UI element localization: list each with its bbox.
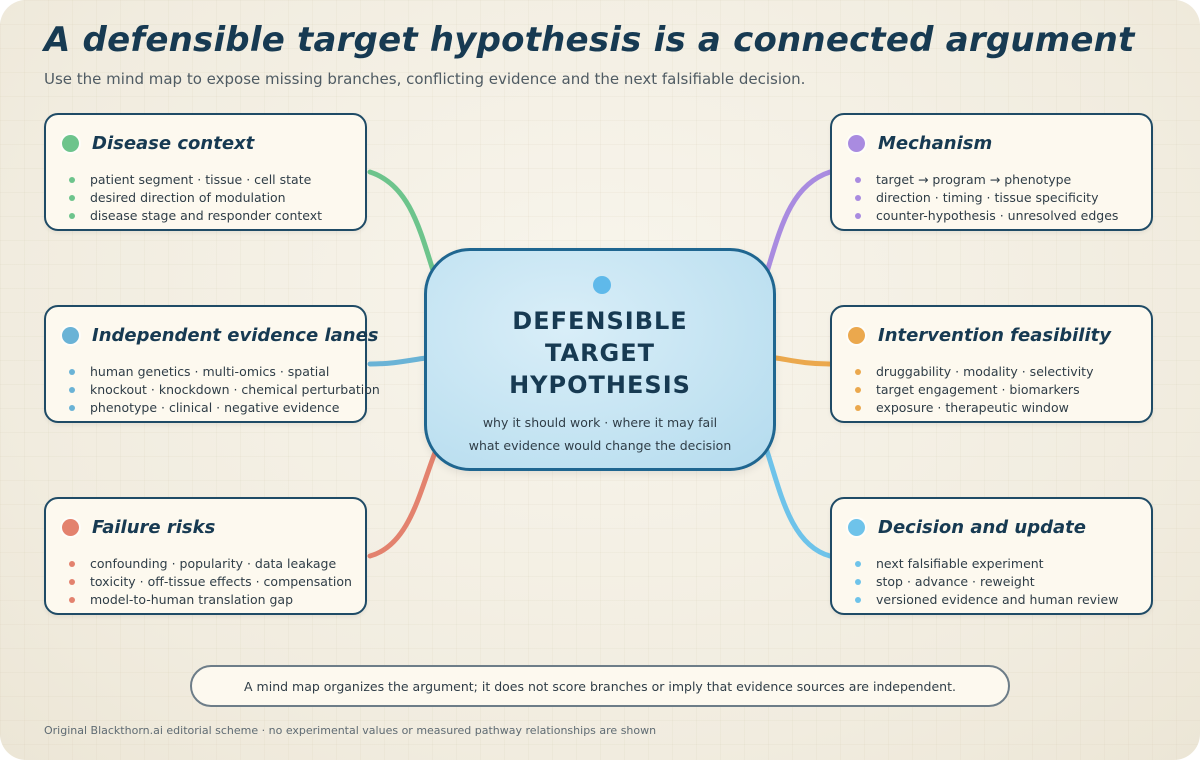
branch-item: patient segment · tissue · cell state xyxy=(69,171,322,189)
connector-mechanism xyxy=(763,169,833,278)
central-hypothesis-node: DEFENSIBLE TARGET HYPOTHESIS why it shou… xyxy=(424,248,776,471)
bullet-icon xyxy=(855,195,861,201)
bullet-icon xyxy=(69,177,75,183)
hub-subtitle-line: what evidence would change the decision xyxy=(468,438,732,453)
branch-title: Mechanism xyxy=(878,133,993,154)
bullet-icon xyxy=(69,195,75,201)
hub-dot-icon xyxy=(593,276,611,294)
branch-items: confounding · popularity · data leakage … xyxy=(69,555,352,609)
branch-item: target → program → phenotype xyxy=(855,171,1118,189)
branch-card-mechanism: Mechanism target → program → phenotype d… xyxy=(830,113,1153,231)
bullet-icon xyxy=(855,597,861,603)
hub-subtitle-line: why it should work · where it may fail xyxy=(482,415,718,430)
branch-dot-icon xyxy=(848,135,865,152)
branch-card-failure-risks: Failure risks confounding · popularity ·… xyxy=(44,497,367,615)
bullet-icon xyxy=(855,579,861,585)
branch-title: Disease context xyxy=(92,133,255,154)
branch-title: Decision and update xyxy=(878,517,1086,538)
branch-items: target → program → phenotype direction ·… xyxy=(855,171,1118,225)
branch-item: stop · advance · reweight xyxy=(855,573,1118,591)
bullet-icon xyxy=(855,369,861,375)
branch-item: model-to-human translation gap xyxy=(69,591,352,609)
bullet-icon xyxy=(69,213,75,219)
hub-title: DEFENSIBLE TARGET HYPOTHESIS xyxy=(509,307,691,399)
connector-feasibility xyxy=(773,355,833,367)
branch-card-intervention-feasibility: Intervention feasibility druggability · … xyxy=(830,305,1153,423)
branch-items: human genetics · multi-omics · spatial k… xyxy=(69,363,380,417)
bullet-icon xyxy=(855,405,861,411)
branch-item: disease stage and responder context xyxy=(69,207,322,225)
branch-dot-icon xyxy=(62,327,79,344)
bullet-icon xyxy=(69,579,75,585)
disclaimer-note: A mind map organizes the argument; it do… xyxy=(190,665,1010,707)
branch-item: target engagement · biomarkers xyxy=(855,381,1093,399)
branch-dot-icon xyxy=(848,327,865,344)
branch-items: patient segment · tissue · cell state de… xyxy=(69,171,322,225)
branch-dot-icon xyxy=(62,135,79,152)
branch-item: knockout · knockdown · chemical perturba… xyxy=(69,381,380,399)
branch-title: Independent evidence lanes xyxy=(92,325,379,346)
bullet-icon xyxy=(69,597,75,603)
branch-items: druggability · modality · selectivity ta… xyxy=(855,363,1093,417)
branch-items: next falsifiable experiment stop · advan… xyxy=(855,555,1118,609)
bullet-icon xyxy=(855,177,861,183)
branch-item: versioned evidence and human review xyxy=(855,591,1118,609)
branch-item: human genetics · multi-omics · spatial xyxy=(69,363,380,381)
footer-credit: Original Blackthorn.ai editorial scheme … xyxy=(44,724,657,737)
connector-evidence-lanes xyxy=(367,355,429,367)
branch-item: toxicity · off-tissue effects · compensa… xyxy=(69,573,352,591)
connector-failure-risks xyxy=(367,447,439,559)
branch-card-evidence-lanes: Independent evidence lanes human genetic… xyxy=(44,305,380,423)
branch-title: Intervention feasibility xyxy=(878,325,1111,346)
bullet-icon xyxy=(855,213,861,219)
branch-item: counter-hypothesis · unresolved edges xyxy=(855,207,1118,225)
branch-card-disease-context: Disease context patient segment · tissue… xyxy=(44,113,367,231)
page-title: A defensible target hypothesis is a conn… xyxy=(44,20,1135,60)
connector-disease-context xyxy=(367,169,439,283)
branch-item: direction · timing · tissue specificity xyxy=(855,189,1118,207)
branch-title: Failure risks xyxy=(92,517,216,538)
branch-item: desired direction of modulation xyxy=(69,189,322,207)
bullet-icon xyxy=(69,387,75,393)
branch-item: phenotype · clinical · negative evidence xyxy=(69,399,380,417)
page-subtitle: Use the mind map to expose missing branc… xyxy=(44,70,806,88)
branch-item: next falsifiable experiment xyxy=(855,555,1118,573)
bullet-icon xyxy=(855,387,861,393)
branch-dot-icon xyxy=(62,519,79,536)
bullet-icon xyxy=(69,561,75,567)
branch-item: druggability · modality · selectivity xyxy=(855,363,1093,381)
branch-item: confounding · popularity · data leakage xyxy=(69,555,352,573)
branch-dot-icon xyxy=(848,519,865,536)
branch-item: exposure · therapeutic window xyxy=(855,399,1093,417)
bullet-icon xyxy=(855,561,861,567)
connector-decision xyxy=(763,445,833,559)
bullet-icon xyxy=(69,405,75,411)
branch-card-decision-and-update: Decision and update next falsifiable exp… xyxy=(830,497,1153,615)
bullet-icon xyxy=(69,369,75,375)
